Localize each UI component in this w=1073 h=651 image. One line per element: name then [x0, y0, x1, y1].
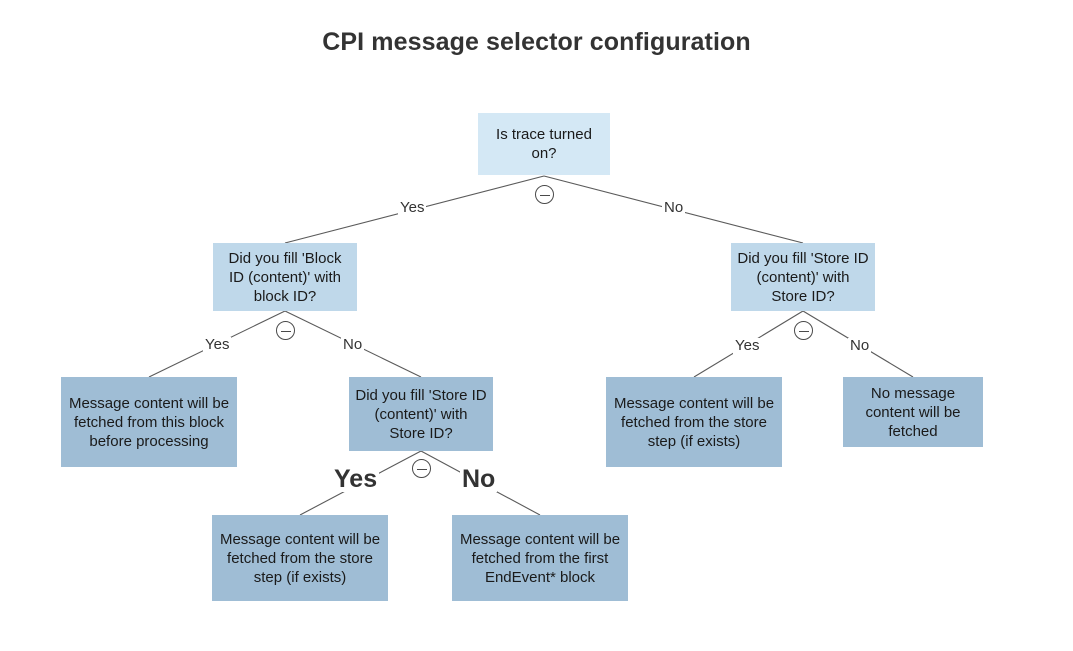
- collapse-toggle-icon-block-id[interactable]: [276, 321, 295, 340]
- node-leaf-block-before-processing[interactable]: Message content will be fetched from thi…: [61, 377, 237, 467]
- edge-label-block-yes: Yes: [203, 336, 232, 353]
- edge-label-store-right-yes: Yes: [733, 337, 762, 354]
- edge-label-store-mid-no: No: [460, 465, 498, 493]
- page-title: CPI message selector configuration: [322, 28, 751, 56]
- collapse-toggle-icon-root[interactable]: [535, 185, 554, 204]
- node-is-trace-turned-on[interactable]: Is trace turned on?: [478, 113, 610, 175]
- node-leaf-store-step-right[interactable]: Message content will be fetched from the…: [606, 377, 782, 467]
- collapse-toggle-icon-store-id-right[interactable]: [794, 321, 813, 340]
- edge-label-root-yes: Yes: [398, 199, 427, 216]
- node-leaf-first-endevent[interactable]: Message content will be fetched from the…: [452, 515, 628, 601]
- edge-label-block-no: No: [341, 336, 365, 353]
- collapse-toggle-icon-store-id-middle[interactable]: [412, 459, 431, 478]
- node-leaf-store-step-bottom[interactable]: Message content will be fetched from the…: [212, 515, 388, 601]
- edge-label-store-right-no: No: [848, 337, 872, 354]
- node-store-id-question-right[interactable]: Did you fill 'Store ID (content)' with S…: [731, 243, 875, 311]
- edge-label-root-no: No: [662, 199, 686, 216]
- node-store-id-question-middle[interactable]: Did you fill 'Store ID (content)' with S…: [349, 377, 493, 451]
- edge-label-store-mid-yes: Yes: [332, 465, 380, 493]
- node-block-id-question[interactable]: Did you fill 'Block ID (content)' with b…: [213, 243, 357, 311]
- node-leaf-no-content[interactable]: No message content will be fetched: [843, 377, 983, 447]
